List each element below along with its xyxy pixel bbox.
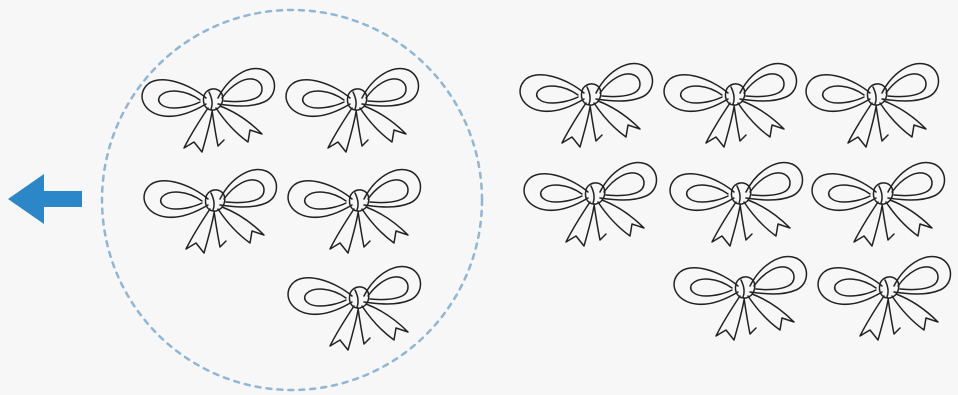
bow-icon bbox=[806, 64, 938, 147]
bow-icon bbox=[664, 64, 796, 147]
bow-icon bbox=[288, 170, 420, 253]
bow-icon bbox=[142, 69, 274, 152]
bow-icon bbox=[670, 163, 802, 246]
circled-bow-group bbox=[142, 69, 420, 350]
bow-icon bbox=[812, 163, 944, 246]
dashed-circle bbox=[102, 10, 482, 390]
bow-icon bbox=[144, 170, 276, 253]
outside-bow-group bbox=[520, 64, 950, 340]
bow-icon bbox=[520, 64, 652, 147]
left-arrow-icon bbox=[8, 174, 82, 224]
bow-icon bbox=[288, 267, 420, 350]
bow-icon bbox=[674, 257, 806, 340]
bow-icon bbox=[818, 257, 950, 340]
bow-icon bbox=[524, 163, 656, 246]
bow-icon bbox=[286, 69, 418, 152]
